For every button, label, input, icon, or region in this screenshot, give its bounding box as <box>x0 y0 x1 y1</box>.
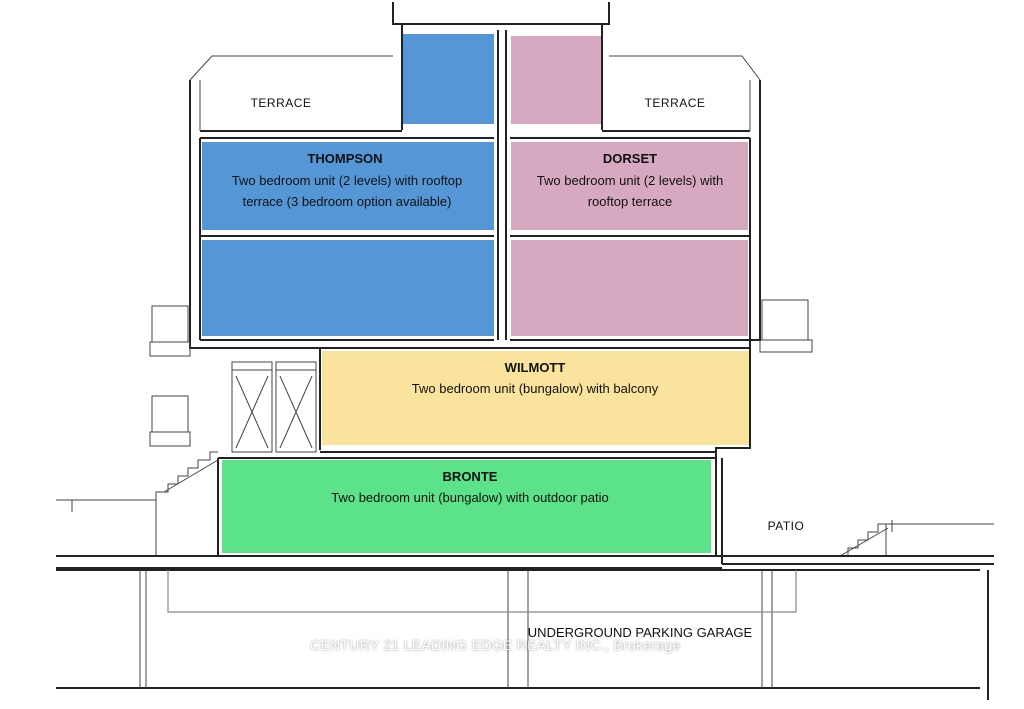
left-stairs <box>56 451 219 556</box>
dorset-description: Two bedroom unit (2 levels) with rooftop… <box>536 173 724 209</box>
wilmott-description: Two bedroom unit (bungalow) with balcony <box>411 381 659 396</box>
dorset-block <box>511 36 748 336</box>
thompson-description: Two bedroom unit (2 levels) with rooftop… <box>231 173 463 209</box>
terrace-left-structure <box>189 55 393 131</box>
dorset-title: DORSET <box>602 151 658 166</box>
right-stairs <box>836 520 994 557</box>
ground-line <box>56 555 994 569</box>
entry-doors <box>231 361 317 453</box>
left-balcony-boxes <box>149 305 191 447</box>
terrace-left-label: TERRACE <box>250 96 312 110</box>
right-balcony-box <box>759 299 813 353</box>
terrace-right-structure <box>609 55 761 131</box>
watermark: CENTURY 21 LEADING EDGE REALTY INC., Bro… <box>310 637 681 653</box>
wilmott-block <box>322 351 749 445</box>
thompson-title: THOMPSON <box>307 151 383 166</box>
thompson-block <box>202 34 494 336</box>
garage-label: UNDERGROUND PARKING GARAGE <box>527 625 753 640</box>
bronte-title: BRONTE <box>442 469 498 484</box>
building-outline <box>189 2 761 564</box>
patio-label: PATIO <box>767 519 805 533</box>
terrace-right-label: TERRACE <box>644 96 706 110</box>
wilmott-title: WILMOTT <box>504 360 566 375</box>
bronte-block <box>222 460 711 553</box>
bronte-description: Two bedroom unit (bungalow) with outdoor… <box>331 490 609 505</box>
garage-structure <box>56 569 989 700</box>
